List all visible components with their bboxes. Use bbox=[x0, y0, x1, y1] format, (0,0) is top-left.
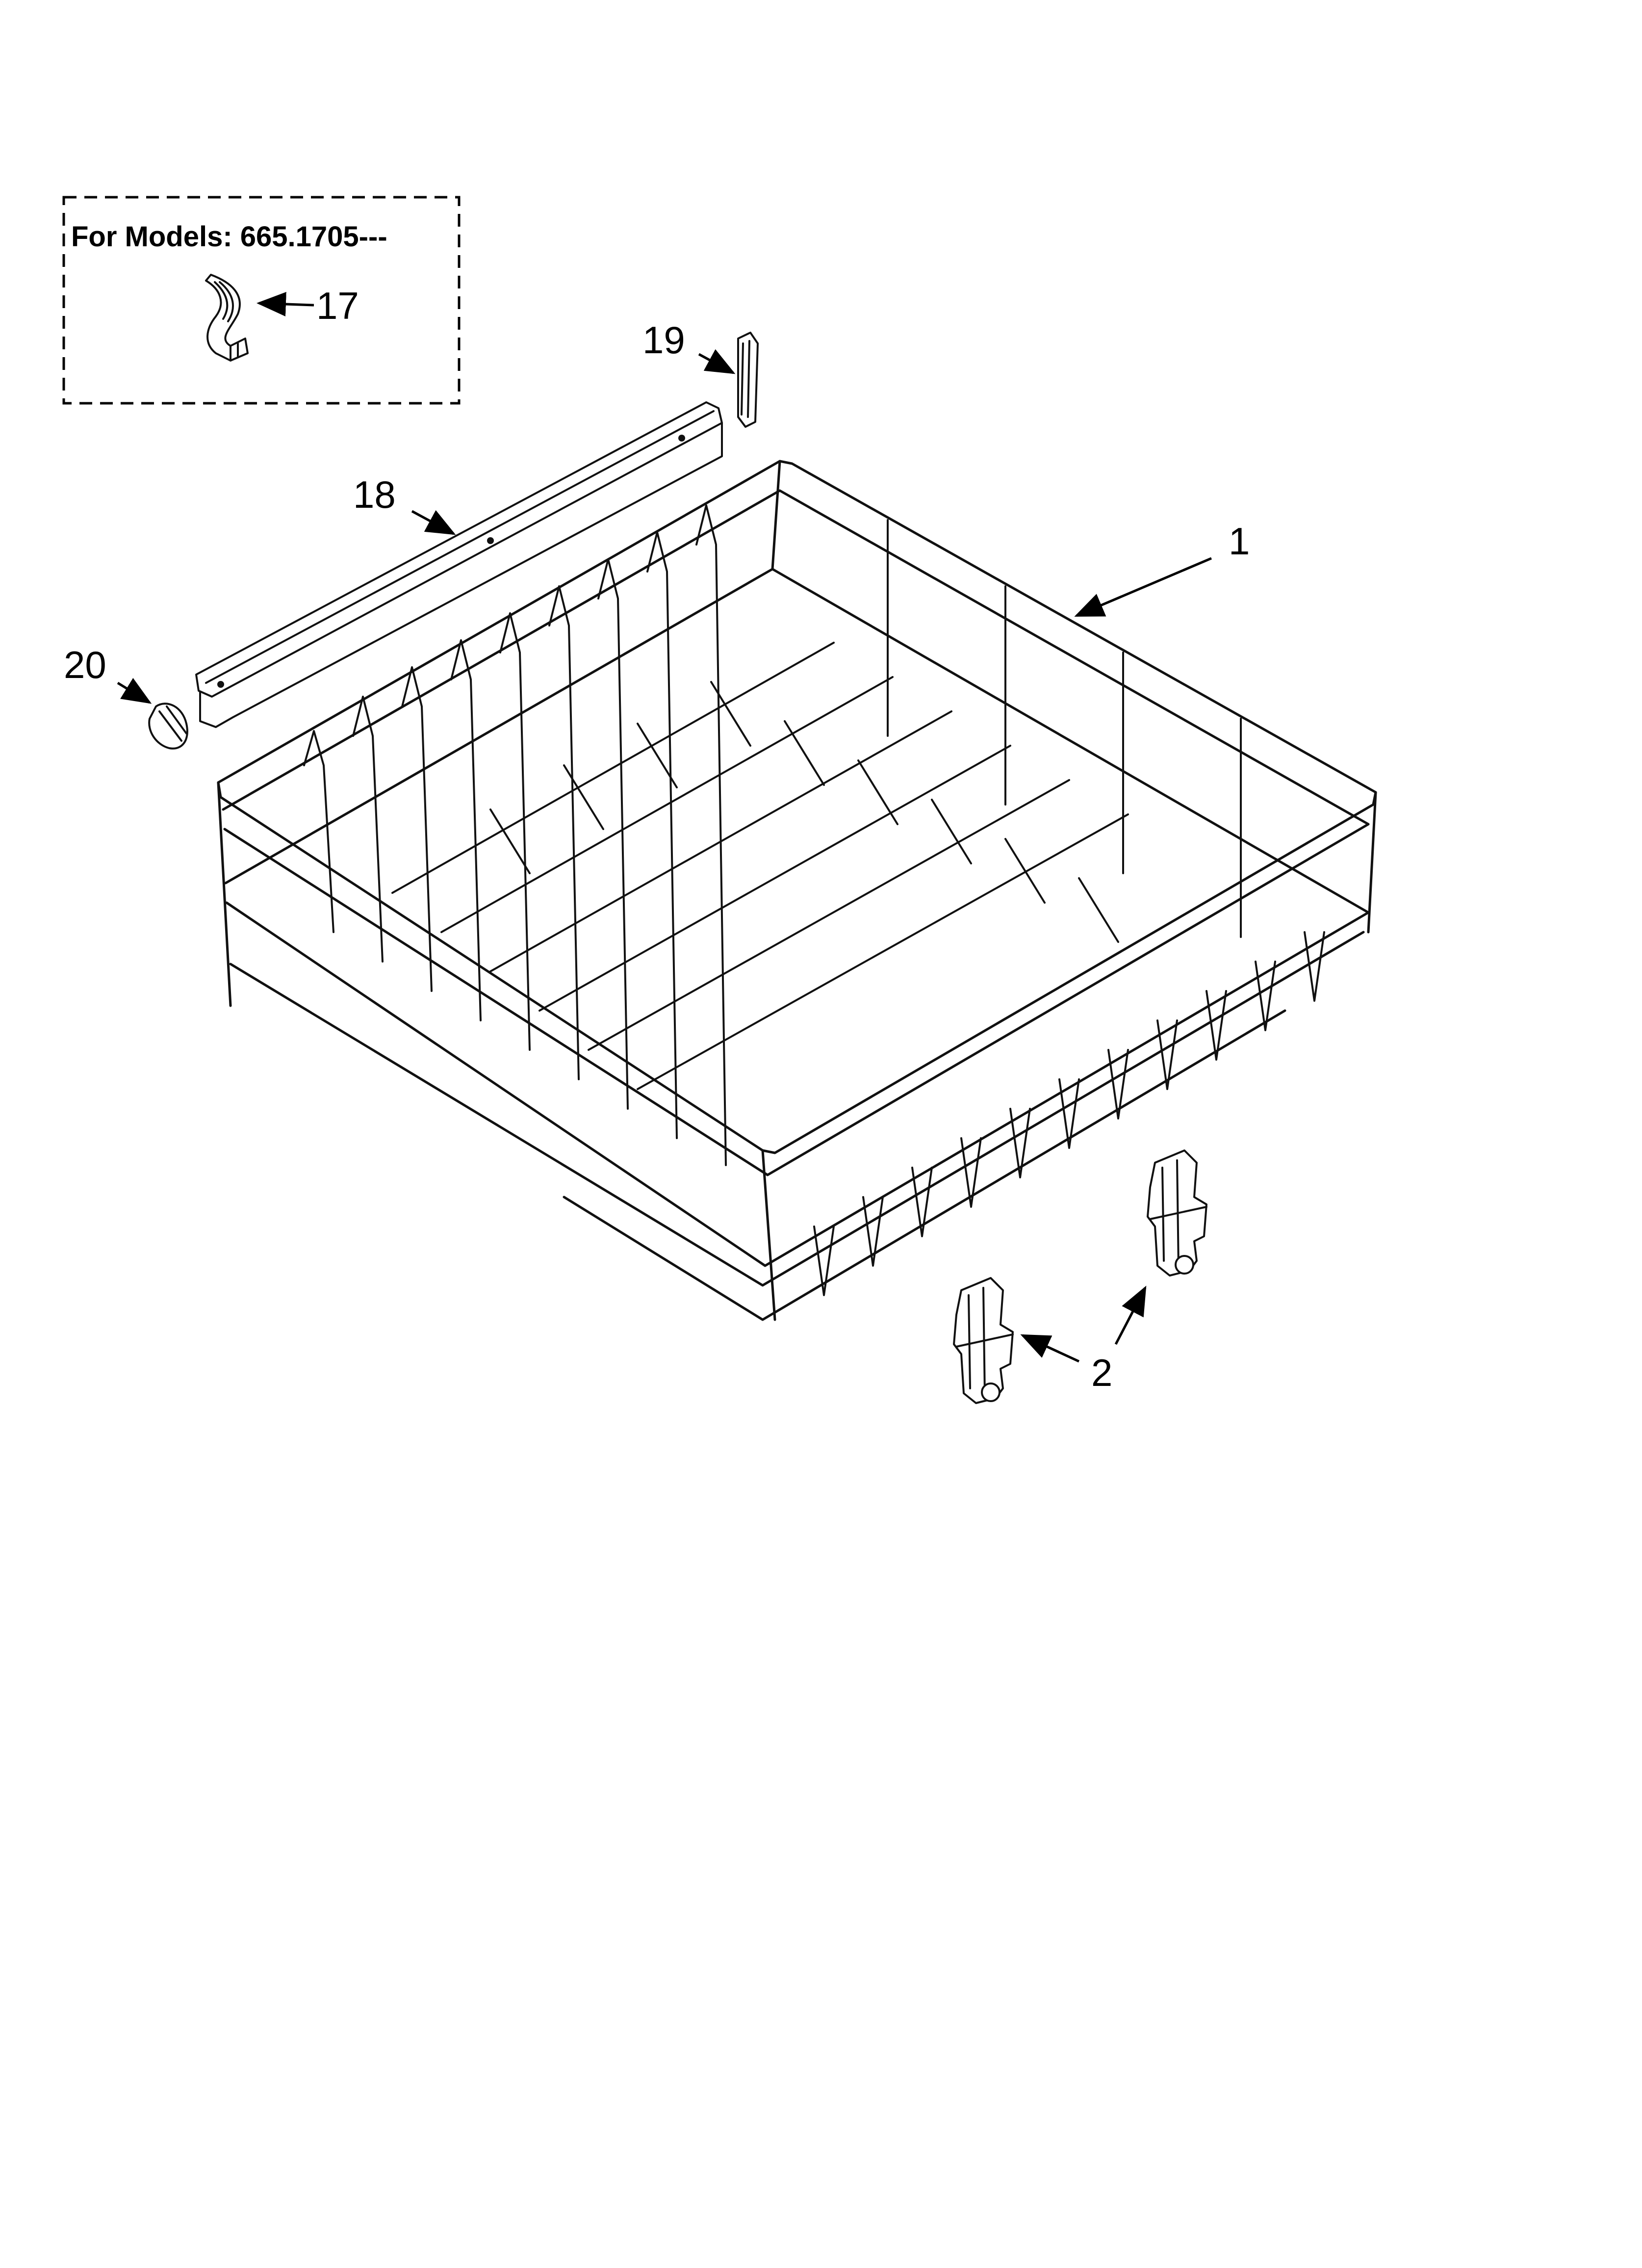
callout-1: 1 bbox=[1229, 520, 1250, 563]
part-19-clip bbox=[737, 332, 759, 428]
model-inset-box: For Models: 665.1705--- 17 bbox=[62, 196, 461, 405]
callout-19: 19 bbox=[642, 318, 685, 362]
part-20-end-cap bbox=[148, 703, 188, 750]
callout-17: 17 bbox=[316, 284, 359, 327]
arrow-2-left bbox=[1020, 1334, 1080, 1363]
part-2-wheel-assembly-right bbox=[1147, 1149, 1207, 1277]
arrow-20 bbox=[117, 678, 152, 704]
part-1-dish-rack bbox=[217, 460, 1377, 1321]
callout-18: 18 bbox=[353, 473, 396, 516]
arrow-18 bbox=[411, 510, 456, 535]
part-2-wheel-assembly-left bbox=[953, 1277, 1014, 1404]
part-17-clip bbox=[205, 274, 249, 362]
callout-2: 2 bbox=[1091, 1351, 1112, 1394]
arrow-17 bbox=[257, 291, 314, 316]
arrow-1 bbox=[1074, 557, 1212, 617]
inset-box-title: For Models: 665.1705--- bbox=[71, 221, 387, 253]
arrow-19 bbox=[698, 349, 736, 374]
arrow-2-right bbox=[1114, 1285, 1147, 1345]
part-18-rail bbox=[195, 401, 723, 728]
callout-20: 20 bbox=[64, 643, 106, 686]
